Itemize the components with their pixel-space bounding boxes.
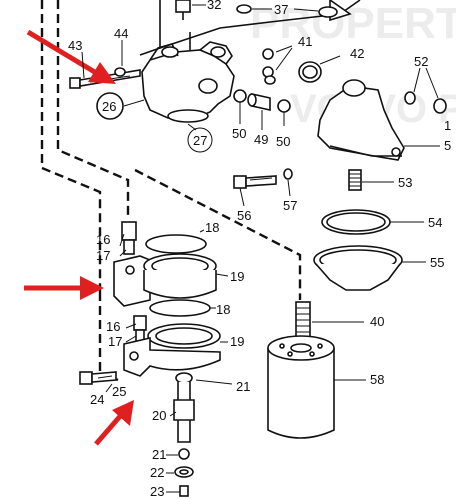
callout-37: 37: [274, 2, 288, 17]
callout-22: 22: [150, 465, 164, 480]
filter-head-26: [141, 32, 235, 123]
callout-20: 20: [152, 408, 166, 423]
callout-40: 40: [370, 314, 384, 329]
oring-54: [321, 209, 424, 235]
callout-1: 1: [444, 118, 451, 133]
callout-5: 5: [444, 138, 451, 153]
adapter-lower: [123, 315, 228, 377]
arrow-head: [112, 400, 134, 426]
callout-27: 27: [193, 133, 207, 148]
part-21-ball: [178, 448, 190, 460]
arrow-bottom-left: [94, 400, 134, 446]
callout-53: 53: [398, 175, 412, 190]
callout-50-left: 50: [232, 126, 246, 141]
housing-5: [317, 79, 440, 161]
callout-23: 23: [150, 484, 164, 499]
callout-50-right: 50: [276, 134, 290, 149]
callout-52: 52: [414, 54, 428, 69]
callout-56: 56: [237, 208, 251, 223]
bolt-56: [233, 175, 277, 207]
callout-17-lower: 17: [108, 334, 122, 349]
washers-37: [236, 4, 338, 18]
callout-21-lower: 21: [152, 447, 166, 462]
callout-16-upper: 16: [96, 232, 110, 247]
arrow-head: [88, 62, 116, 84]
arrow-top-left: [26, 29, 116, 84]
callout-57: 57: [283, 198, 297, 213]
callout-17-upper: 17: [96, 248, 110, 263]
callout-26: 26: [102, 99, 116, 114]
callout-42: 42: [350, 46, 364, 61]
hose-lines: [40, 0, 302, 382]
callout-41: 41: [298, 34, 312, 49]
callout-43: 43: [68, 38, 82, 53]
stud-53: [348, 169, 394, 191]
callout-32: 32: [207, 0, 221, 12]
callout-24: 24: [90, 392, 104, 407]
callout-19-upper: 19: [230, 269, 244, 284]
arrow-head: [80, 276, 104, 300]
callout-54: 54: [428, 215, 442, 230]
washers-41: [262, 45, 293, 85]
callout-49: 49: [254, 132, 268, 147]
callout-19-lower: 19: [230, 334, 244, 349]
bolt-24: [79, 371, 117, 385]
bolt-32: [175, 0, 206, 20]
callout-44: 44: [114, 26, 128, 41]
callout-21-upper: 21: [236, 379, 250, 394]
watermark-top: PROPERTY: [250, 0, 456, 48]
spring-22: [174, 466, 194, 478]
arrow-line: [94, 412, 124, 446]
washer-57: [283, 168, 293, 197]
callout-55: 55: [430, 255, 444, 270]
plug-23: [179, 485, 189, 497]
callout-18-lower: 18: [216, 302, 230, 317]
nut-44: [114, 67, 126, 77]
adapter-upper: [113, 221, 229, 317]
callout-circle-27: [187, 127, 213, 153]
bowl-55: [313, 245, 426, 291]
leader-lines: [81, 40, 197, 493]
callout-58: 58: [370, 372, 384, 387]
arrow-middle-left: [24, 276, 104, 300]
callout-circle-26: [96, 92, 124, 120]
shaft-20: [173, 372, 233, 443]
callout-18-upper: 18: [205, 220, 219, 235]
callout-16-lower: 16: [106, 319, 120, 334]
oring-42: [298, 55, 341, 83]
filter-58: [267, 335, 366, 439]
nipple-40: [295, 301, 364, 339]
parts-52: [404, 67, 447, 114]
callout-25: 25: [112, 384, 126, 399]
arrow-line: [26, 29, 100, 77]
parts-50-49: [233, 89, 291, 130]
